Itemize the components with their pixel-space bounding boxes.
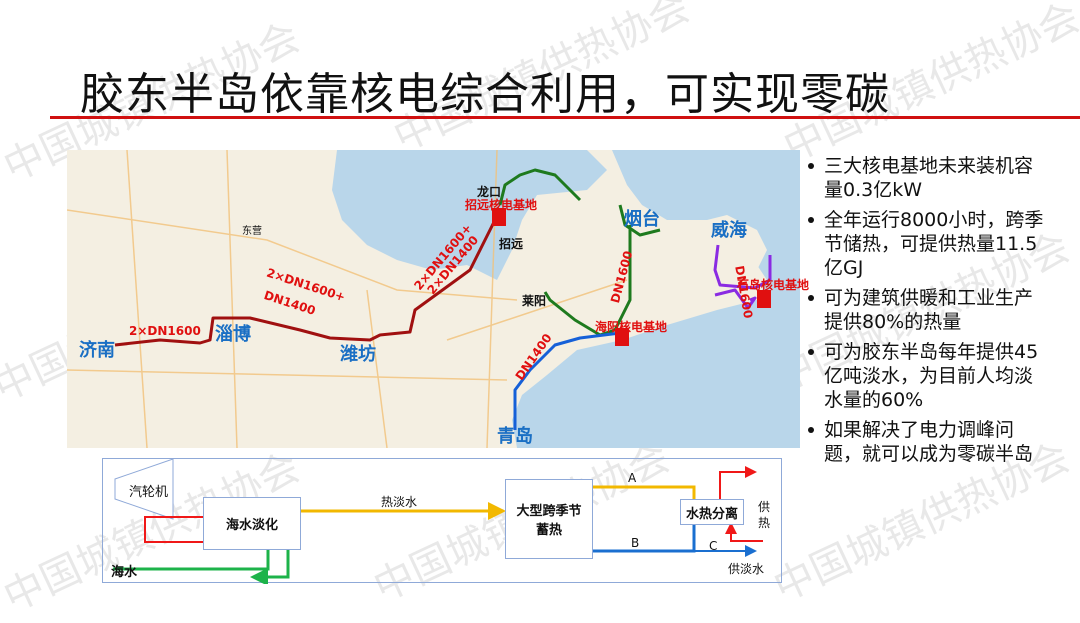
flow-a-label: A [628,471,637,485]
process-diagram: 汽轮机 海水淡化 大型跨季节蓄热 水热分离 热淡水 海水 供热 供淡水 A B … [102,458,782,584]
town-label-longkou: 龙口 [477,185,502,199]
seawater-label: 海水 [111,565,138,580]
bullet-item: 可为建筑供暖和工业生产提供80%的热量 [808,286,1048,334]
flow-c-label: C [709,539,718,553]
flow-b-label: B [631,536,640,550]
city-label-yantai: 烟台 [624,209,660,230]
city-label-weifang: 潍坊 [340,344,376,365]
site-label-shidao: 石岛核电基地 [737,278,810,292]
bullet-list: 三大核电基地未来装机容量0.3亿kW 全年运行8000小时，跨季节储热，可提供热… [808,154,1048,472]
bullet-item: 可为胶东半岛每年提供45亿吨淡水，为目前人均淡水量的60% [808,340,1048,412]
supply-water-label: 供淡水 [728,562,765,576]
city-label-weihai: 威海 [711,220,747,241]
site-label-zhaoyuan: 招远核电基地 [465,198,538,212]
city-label-jinan: 济南 [79,340,115,361]
shandong-map: 济南 淄博 潍坊 烟台 威海 青岛 龙口 招远 莱阳 东营 招远核电基地 海阳核… [67,150,809,448]
pipe-label: 2×DN1600 [129,324,201,338]
storage-box: 大型跨季节蓄热 [505,479,593,559]
town-label-dongying: 东营 [242,226,262,237]
desalination-box: 海水淡化 [203,497,301,550]
hot-water-label: 热淡水 [381,495,418,509]
city-label-qingdao: 青岛 [497,426,533,447]
town-label-laiyang: 莱阳 [522,294,547,308]
site-label-haiyang: 海阳核电基地 [595,320,668,334]
turbine-label: 汽轮机 [129,485,169,500]
title-divider [50,116,1080,119]
nuclear-plant-icon [492,208,771,346]
city-label-zibo: 淄博 [215,324,251,345]
page-title: 胶东半岛依靠核电综合利用，可实现零碳 [80,69,890,120]
town-label-zhaoyuan: 招远 [499,237,524,251]
bullet-item: 全年运行8000小时，跨季节储热，可提供热量11.5亿GJ [808,208,1048,280]
separator-box: 水热分离 [680,499,744,525]
supply-heat-label: 供热 [758,500,771,530]
bullet-item: 三大核电基地未来装机容量0.3亿kW [808,154,1048,202]
bullet-item: 如果解决了电力调峰问题，就可以成为零碳半岛 [808,418,1048,466]
